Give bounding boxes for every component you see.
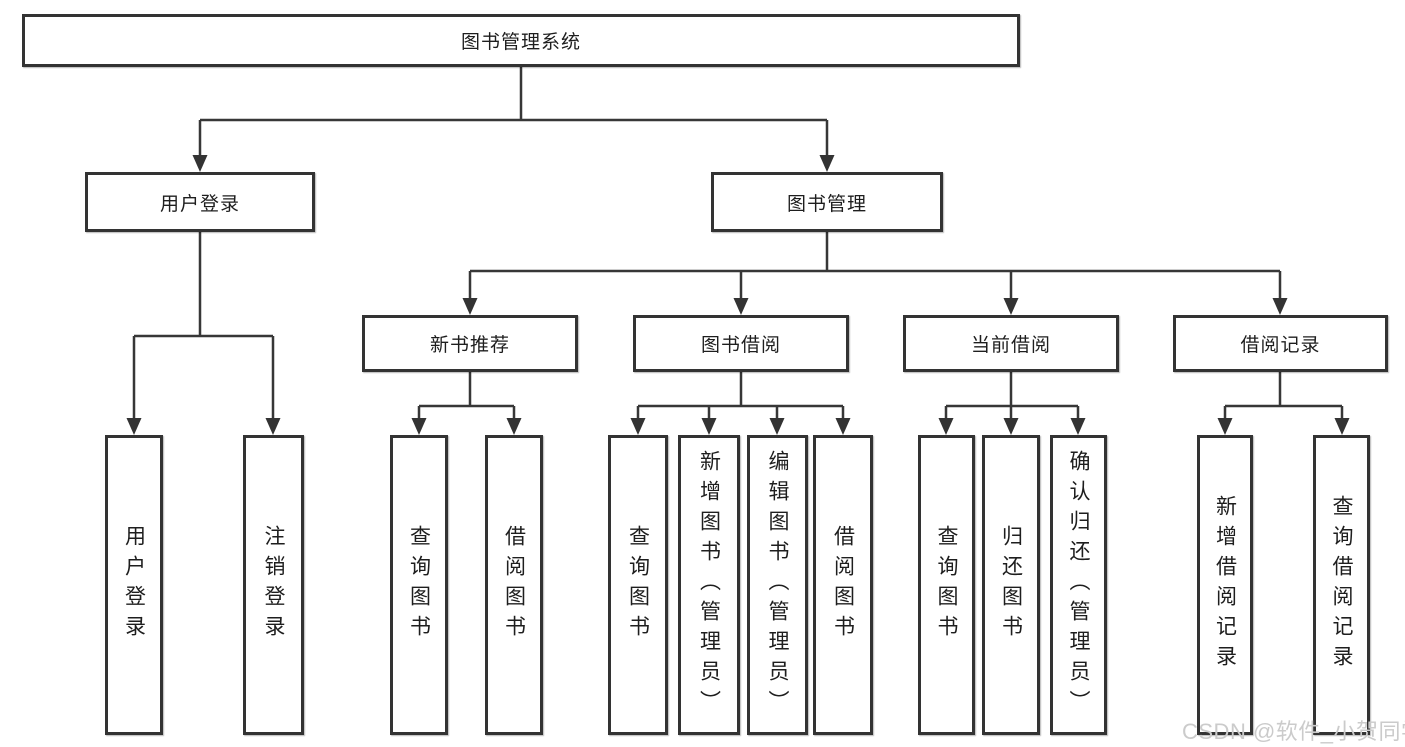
arrowhead bbox=[462, 298, 478, 315]
csdn-watermark: CSDN @软件_小贺同学 bbox=[1182, 719, 1405, 744]
arrowhead bbox=[938, 418, 954, 435]
connector-root-to-level2 bbox=[192, 67, 835, 172]
leaf-confirm-return-admin: 确认归还（管理员） bbox=[1050, 435, 1107, 735]
leaf-logout: 注销登录 bbox=[243, 435, 304, 735]
leaf-label: 查询图书 bbox=[935, 525, 958, 645]
leaf-query-books: 查询图书 bbox=[390, 435, 448, 735]
arrowhead bbox=[630, 418, 646, 435]
leaf-add-books-admin: 新增图书（管理员） bbox=[678, 435, 740, 735]
arrowhead bbox=[1003, 298, 1019, 315]
connector-login-to-leaves bbox=[126, 232, 281, 435]
node-label: 图书管理 bbox=[786, 193, 867, 215]
leaf-borrow-books: 借阅图书 bbox=[813, 435, 873, 735]
leaf-edit-books-admin: 编辑图书（管理员） bbox=[747, 435, 808, 735]
arrowhead bbox=[1272, 298, 1288, 315]
leaf-label: 确认归还（管理员） bbox=[1067, 450, 1090, 720]
arrowhead bbox=[411, 418, 427, 435]
leaf-label: 借阅图书 bbox=[502, 525, 526, 645]
arrowhead bbox=[265, 418, 281, 435]
node-root-system: 图书管理系统 bbox=[22, 14, 1020, 67]
leaf-label: 归还图书 bbox=[999, 525, 1023, 645]
leaf-label: 查询图书 bbox=[626, 525, 650, 645]
arrowhead bbox=[126, 418, 142, 435]
leaf-query-books: 查询图书 bbox=[608, 435, 668, 735]
connector-current-to-leaves bbox=[938, 372, 1086, 435]
leaf-label: 用户登录 bbox=[122, 525, 146, 645]
arrowhead bbox=[506, 418, 522, 435]
leaf-borrow-books: 借阅图书 bbox=[485, 435, 543, 735]
leaf-return-books: 归还图书 bbox=[982, 435, 1040, 735]
node-borrow-records: 借阅记录 bbox=[1173, 315, 1388, 372]
arrowhead bbox=[1217, 418, 1233, 435]
node-label: 新书推荐 bbox=[429, 335, 510, 356]
arrowhead bbox=[835, 418, 851, 435]
connector-records-to-leaves bbox=[1217, 372, 1350, 435]
leaf-label: 查询借阅记录 bbox=[1330, 495, 1353, 675]
node-label: 图书管理系统 bbox=[460, 32, 581, 53]
arrowhead bbox=[192, 155, 208, 172]
arrowhead bbox=[819, 155, 835, 172]
node-user-login: 用户登录 bbox=[85, 172, 315, 232]
leaf-label: 编辑图书（管理员） bbox=[766, 450, 789, 720]
arrowhead bbox=[1334, 418, 1350, 435]
leaf-label: 新增图书（管理员） bbox=[697, 450, 721, 720]
arrowhead bbox=[733, 298, 749, 315]
node-new-books: 新书推荐 bbox=[362, 315, 578, 372]
leaf-add-borrow-record: 新增借阅记录 bbox=[1197, 435, 1253, 735]
leaf-label: 注销登录 bbox=[262, 525, 285, 645]
arrowhead bbox=[769, 418, 785, 435]
leaf-label: 查询图书 bbox=[407, 525, 431, 645]
leaf-label: 借阅图书 bbox=[831, 525, 855, 645]
connector-manage-to-level3 bbox=[462, 232, 1288, 315]
leaf-label: 新增借阅记录 bbox=[1213, 495, 1237, 675]
node-current-borrow: 当前借阅 bbox=[903, 315, 1119, 372]
leaf-query-borrow-record: 查询借阅记录 bbox=[1313, 435, 1370, 735]
node-label: 图书借阅 bbox=[700, 335, 781, 356]
node-label: 当前借阅 bbox=[970, 335, 1051, 356]
connector-newbooks-to-leaves bbox=[411, 372, 522, 435]
arrowhead bbox=[1070, 418, 1086, 435]
arrowhead bbox=[1003, 418, 1019, 435]
node-book-borrow: 图书借阅 bbox=[633, 315, 849, 372]
arrowhead bbox=[701, 418, 717, 435]
leaf-user-login: 用户登录 bbox=[105, 435, 163, 735]
node-label: 借阅记录 bbox=[1240, 335, 1321, 356]
leaf-query-books: 查询图书 bbox=[918, 435, 975, 735]
node-book-manage: 图书管理 bbox=[711, 172, 943, 232]
connector-borrow-to-leaves bbox=[630, 372, 851, 435]
node-label: 用户登录 bbox=[159, 193, 240, 215]
